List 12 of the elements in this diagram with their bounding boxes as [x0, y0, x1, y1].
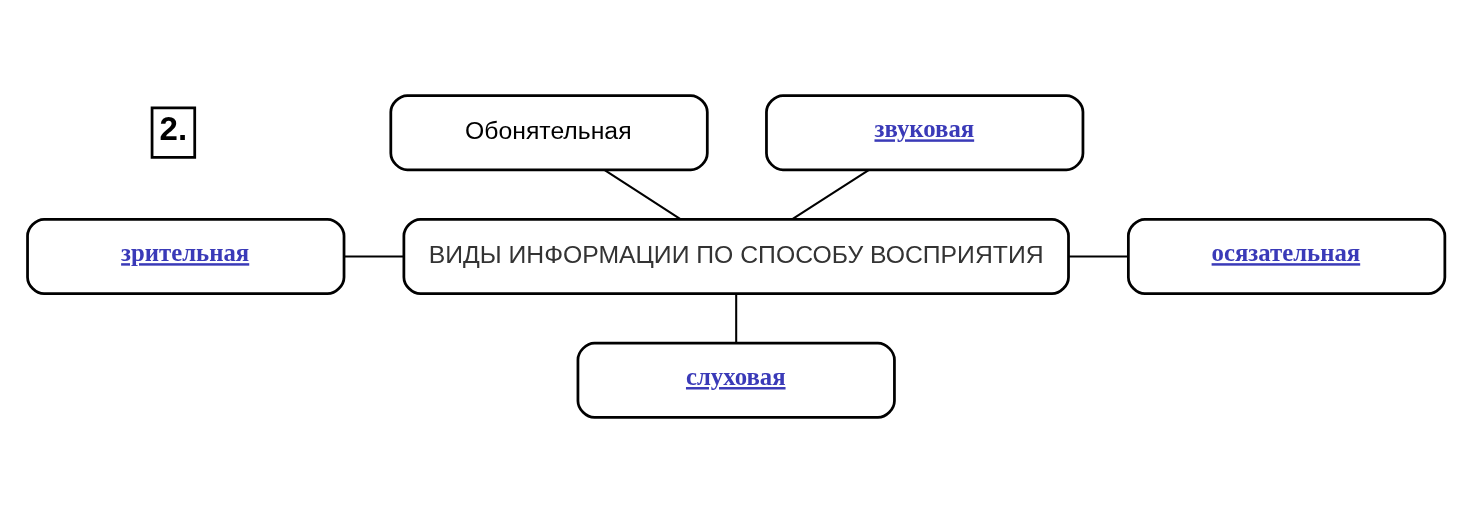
connector — [1068, 254, 1128, 258]
connector — [604, 168, 681, 220]
connector — [735, 293, 738, 343]
label: 2. — [159, 109, 188, 147]
connector — [344, 254, 404, 258]
connector — [791, 168, 870, 220]
node-box: Обонятельная — [389, 93, 709, 171]
node-box: зрительная — [26, 217, 346, 295]
node-box: ВИДЫ ИНФОРМАЦИИ ПО СПОСОБУ ВОСПРИЯТИЯ — [402, 217, 1070, 295]
node-box: слуховая — [576, 341, 896, 419]
node-box: звуковая — [765, 93, 1085, 171]
node-box: осязательная — [1127, 217, 1447, 295]
